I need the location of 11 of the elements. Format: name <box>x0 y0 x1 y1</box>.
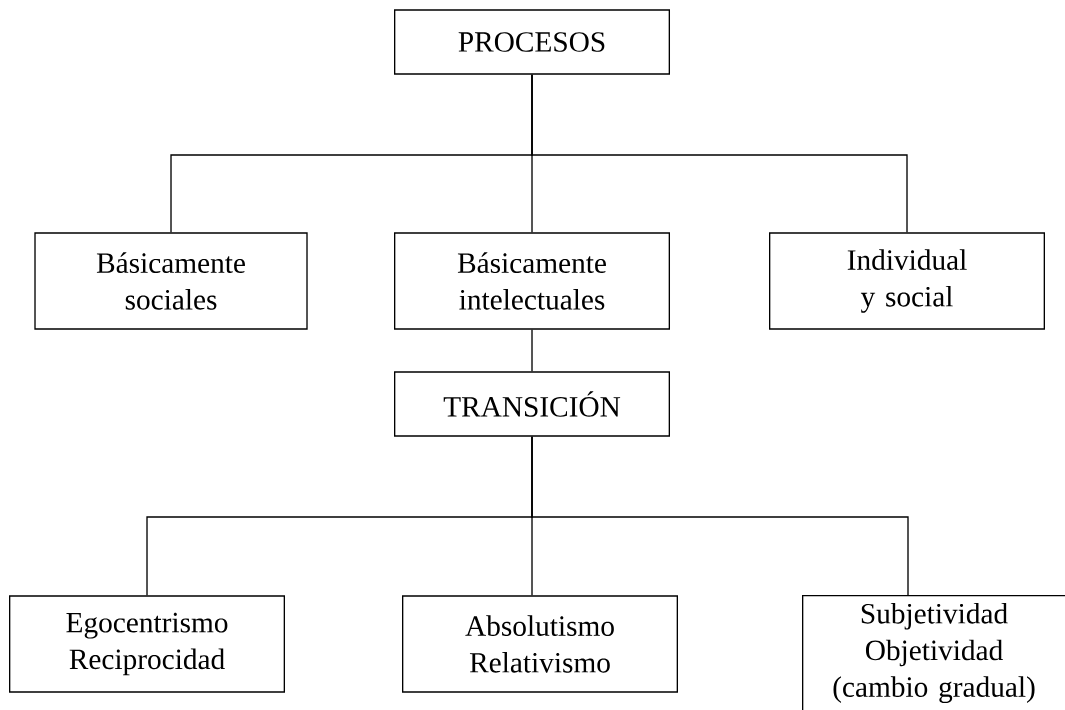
process-box: TRANSICIÓN <box>394 371 670 437</box>
connector-line <box>531 436 909 597</box>
process-box: Absolutismo Relativismo <box>402 595 678 693</box>
process-box: Básicamente intelectuales <box>394 232 670 330</box>
connector-line <box>531 329 533 372</box>
process-box: Básicamente sociales <box>34 232 308 330</box>
process-box: Egocentrismo Reciprocidad <box>9 595 285 693</box>
connector-line <box>531 74 908 233</box>
process-box: PROCESOS <box>394 9 670 75</box>
process-box: Individual y social <box>769 232 1045 330</box>
cut-off-box: Subjetividad Objetividad (cambio gradual) <box>802 595 1065 710</box>
